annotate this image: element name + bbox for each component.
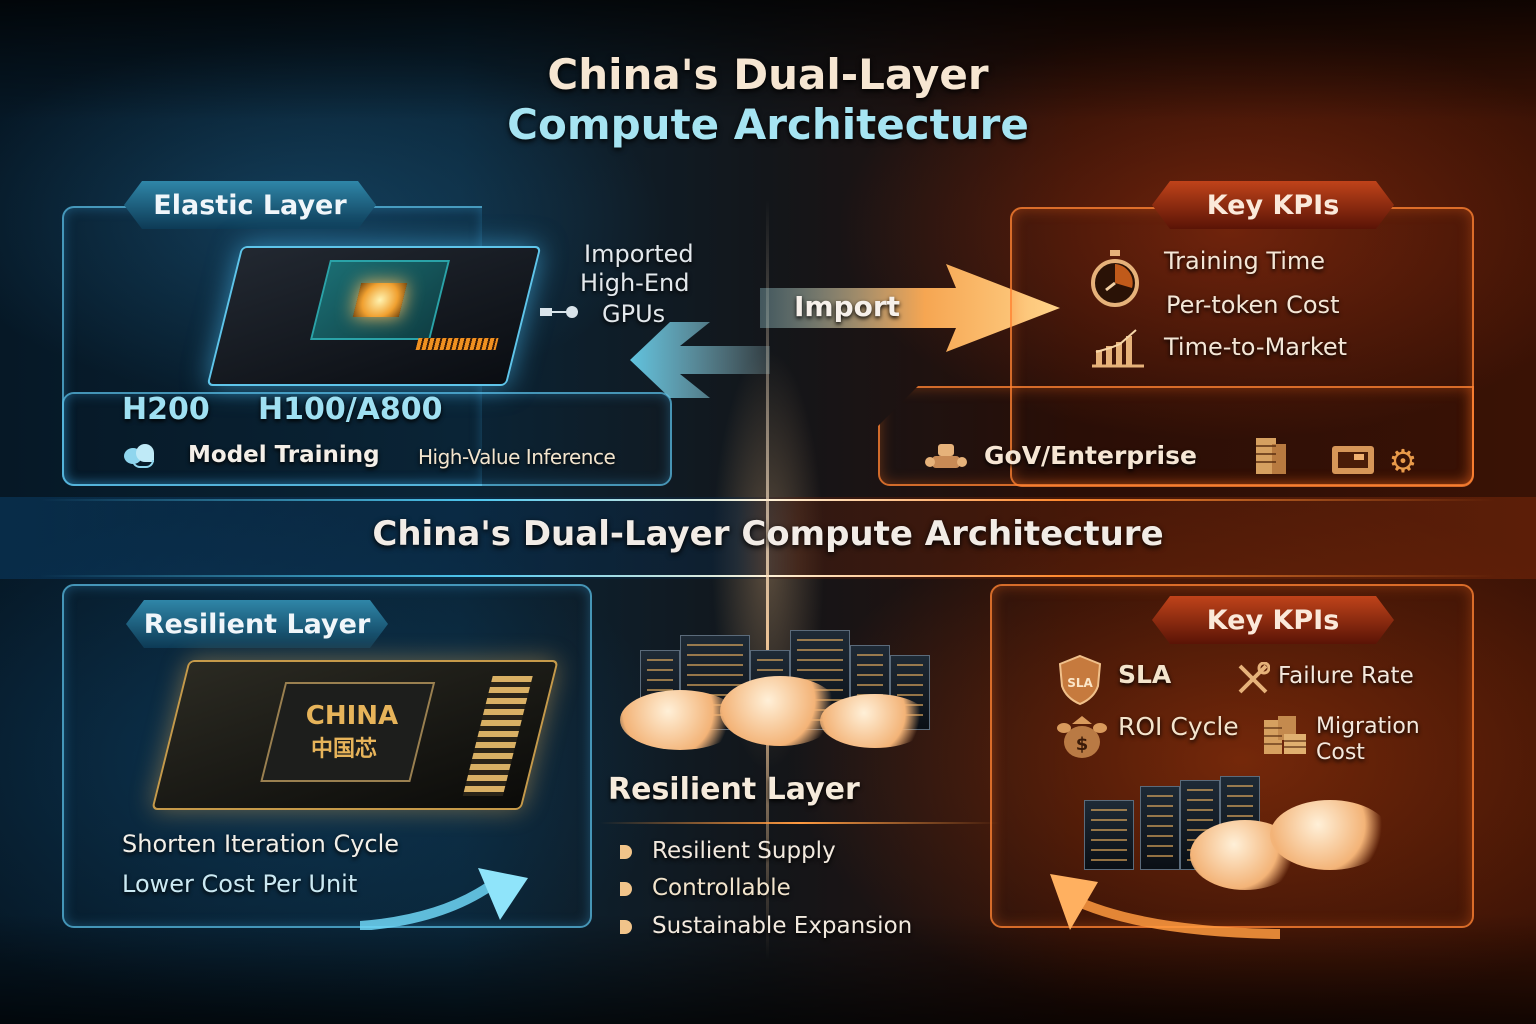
- monitor-icon: [1330, 444, 1376, 476]
- chip-text-cn: 中国芯: [310, 737, 378, 762]
- key-kpis-bottom-label: Key KPIs: [1152, 596, 1394, 644]
- page-title-line2: Compute Architecture: [507, 100, 1029, 149]
- resilient-layer-label: Resilient Layer: [126, 600, 388, 648]
- chip-die: CHINA 中国芯: [260, 682, 436, 782]
- key-kpis-bottom-panel: [990, 584, 1474, 928]
- stopwatch-icon: [1088, 250, 1142, 308]
- connector-icon: [540, 306, 580, 318]
- chip-pins: [462, 676, 533, 796]
- key-kpis-top-label: Key KPIs: [1152, 181, 1394, 229]
- kpi-failure-rate: Failure Rate: [1278, 663, 1414, 689]
- gpu-vent: [415, 338, 499, 350]
- use-case-high-value-inference: High-Value Inference: [418, 445, 616, 469]
- bullet-resilient-supply: Resilient Supply: [620, 838, 836, 864]
- center-title-underline: [600, 822, 1000, 824]
- bullet-sustainable-expansion: Sustainable Expansion: [620, 913, 912, 939]
- curved-arrow-right-icon: [360, 868, 528, 930]
- bullet-icon: [620, 919, 632, 934]
- wrench-icon: [1236, 662, 1270, 696]
- resilient-layer-panel: [62, 584, 592, 928]
- model-h200: H200: [122, 392, 210, 427]
- kpi-training-time: Training Time: [1164, 247, 1326, 275]
- gpu-core: [352, 283, 408, 317]
- coin-stack-icon: [1262, 714, 1310, 756]
- segment-box: [878, 386, 1474, 486]
- use-case-model-training: Model Training: [188, 442, 380, 468]
- bullet-controllable: Controllable: [620, 875, 791, 901]
- elastic-layer-detail-box: [62, 392, 672, 486]
- segment-gov-enterprise: GoV/Enterprise: [984, 441, 1197, 470]
- sla-shield-icon: SLA: [1054, 654, 1106, 706]
- kpi-migration-cost: Migration Cost: [1316, 714, 1420, 765]
- middle-title: China's Dual-Layer Compute Architecture: [372, 514, 1164, 554]
- curved-arrow-left-icon: [1050, 874, 1280, 939]
- imported-note-line1: Imported: [584, 240, 694, 268]
- gpu-die: [310, 260, 450, 340]
- center-divider-beam: [766, 200, 769, 960]
- kpi-sla: SLA: [1118, 660, 1172, 689]
- imported-note-line2: High-End: [580, 269, 690, 297]
- training-icon: [124, 444, 158, 470]
- china-chip-icon: CHINA 中国芯: [151, 660, 559, 810]
- elastic-layer-label: Elastic Layer: [124, 181, 376, 229]
- svg-text:$: $: [1076, 734, 1089, 755]
- import-label: Import: [794, 290, 901, 323]
- robot-icon: [924, 442, 968, 472]
- kpi-time-to-market: Time-to-Market: [1164, 333, 1348, 361]
- kpi-per-token-cost: Per-token Cost: [1166, 291, 1340, 319]
- chip-text-en: CHINA: [305, 701, 398, 731]
- coin-stack-icon: [1254, 436, 1302, 476]
- bottom-shade: [0, 914, 1536, 1024]
- benefit-shorten-iteration: Shorten Iteration Cycle: [122, 830, 400, 858]
- svg-text:SLA: SLA: [1067, 676, 1093, 690]
- benefit-lower-cost: Lower Cost Per Unit: [122, 870, 358, 898]
- bar-chart-icon: [1090, 326, 1146, 368]
- imported-note-line3: GPUs: [602, 300, 666, 328]
- bullet-icon: [620, 881, 632, 896]
- page-title-line1: China's Dual-Layer: [547, 50, 989, 99]
- gear-icon: ⚙: [1388, 442, 1418, 480]
- bullet-icon: [620, 844, 632, 859]
- return-arrow-icon: [630, 322, 770, 398]
- gpu-card-icon: [206, 246, 542, 386]
- model-h100-a800: H100/A800: [258, 392, 443, 427]
- top-shade: [0, 0, 1536, 120]
- kpi-roi-cycle: ROI Cycle: [1118, 712, 1239, 741]
- resilient-layer-center-title: Resilient Layer: [608, 772, 860, 807]
- import-arrow-icon: [760, 264, 1060, 352]
- money-bag-icon: $: [1054, 712, 1110, 760]
